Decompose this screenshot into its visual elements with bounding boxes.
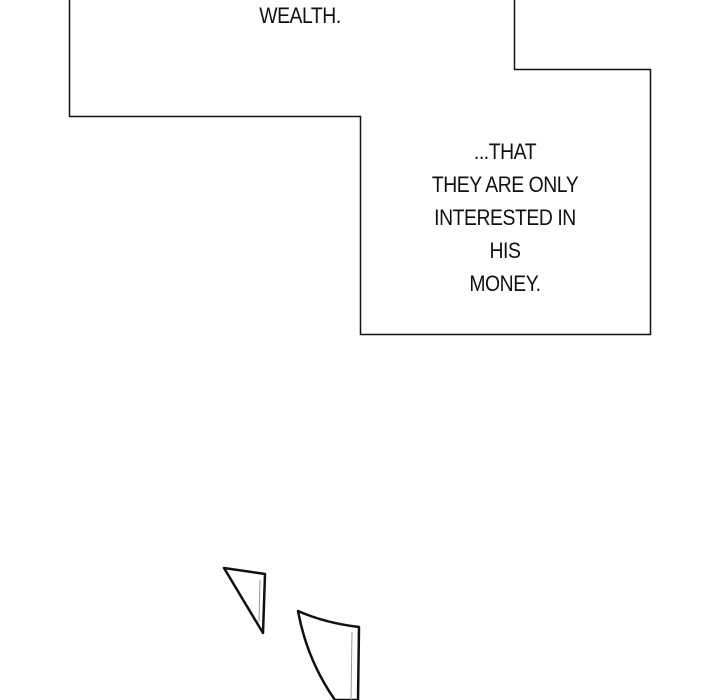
narration-text-bottom: ...THAT THEY ARE ONLY INTERESTED IN HIS …	[417, 135, 593, 300]
narration-line: THEY ARE ONLY	[431, 172, 579, 197]
narration-text-top: WEALTH.	[259, 3, 341, 28]
narration-line: ...THAT	[473, 139, 537, 164]
narration-line: INTERESTED IN HIS	[434, 205, 576, 263]
narration-box-outline	[68, 0, 652, 336]
glass-shard-small	[222, 566, 267, 635]
narration-line: MONEY.	[469, 271, 541, 296]
glass-shard-large	[296, 609, 361, 700]
